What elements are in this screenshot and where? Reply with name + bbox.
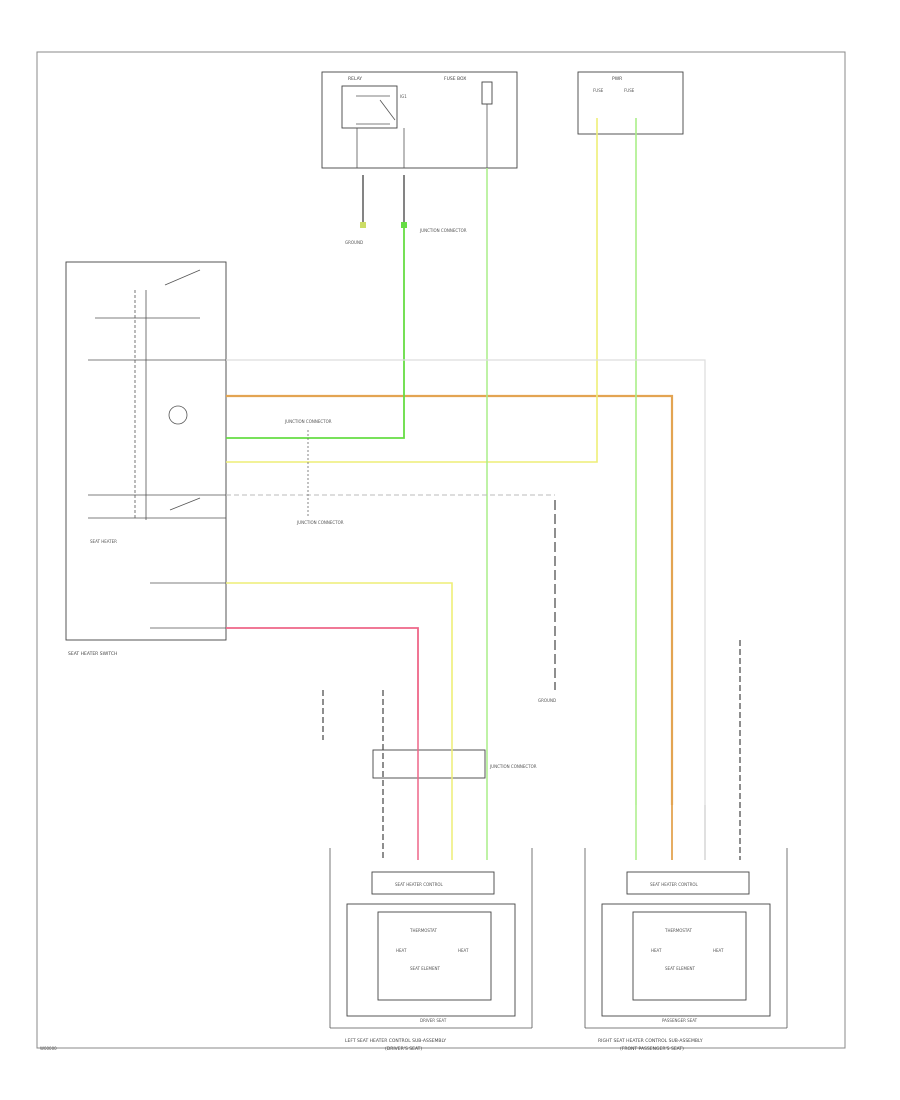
left-control-label: SEAT HEATER CONTROL bbox=[395, 882, 443, 887]
footer-code: W00000 bbox=[40, 1046, 57, 1051]
left-thermostat-label: THERMOSTAT bbox=[409, 928, 437, 933]
wire-yellow-low bbox=[226, 582, 453, 720]
right-seat-assembly: SEAT HEATER CONTROL THERMOSTAT HEAT HEAT… bbox=[584, 848, 788, 1052]
right-control-label: SEAT HEATER CONTROL bbox=[650, 882, 698, 887]
pwr-label: PWR bbox=[612, 76, 622, 82]
relay-fuse-box: RELAY FUSE BOX IG1 bbox=[321, 71, 518, 169]
wire-pink bbox=[226, 627, 419, 720]
seat-heater-switch-label: SEAT HEATER SWITCH bbox=[68, 651, 117, 657]
mid-junction: JUNCTION CONNECTOR JUNCTION CONNECTOR GR… bbox=[284, 419, 556, 703]
wire-yellow-top bbox=[226, 118, 598, 463]
ig-label: IG1 bbox=[400, 94, 407, 99]
junction-connector-low-label: JUNCTION CONNECTOR bbox=[296, 520, 344, 525]
seat-heater-switch: SEAT HEATER SEAT HEATER SWITCH bbox=[65, 261, 227, 657]
svg-text:SEAT HEATER: SEAT HEATER bbox=[90, 539, 117, 544]
left-assembly-label: LEFT SEAT HEATER CONTROL SUB-ASSEMBLY bbox=[345, 1038, 446, 1044]
junction-connector-top-label: JUNCTION CONNECTOR bbox=[419, 228, 467, 233]
junction-connector-right-label: JUNCTION CONNECTOR bbox=[489, 764, 537, 769]
svg-text:HEAT: HEAT bbox=[651, 948, 662, 953]
right-seat-wire-stubs bbox=[635, 805, 706, 860]
left-seat-label: DRIVER SEAT bbox=[420, 1018, 447, 1023]
junction-connector-mid-label: JUNCTION CONNECTOR bbox=[284, 419, 332, 424]
right-assembly-label: RIGHT SEAT HEATER CONTROL SUB-ASSEMBLY bbox=[598, 1038, 703, 1044]
wire-green bbox=[226, 228, 405, 439]
left-junction-connector: JUNCTION CONNECTOR bbox=[322, 690, 537, 860]
svg-text:HEAT: HEAT bbox=[713, 948, 724, 953]
top-connector-pins: JUNCTION CONNECTOR GROUND bbox=[345, 175, 467, 245]
left-seat-assembly: SEAT HEATER CONTROL THERMOSTAT HEAT HEAT… bbox=[329, 848, 533, 1052]
wire-gray-top bbox=[226, 359, 706, 805]
fuse-block-right: PWR FUSE FUSE bbox=[577, 71, 684, 135]
ground-1-label: GROUND bbox=[345, 240, 363, 245]
right-assembly-label-2: (FRONT PASSENGER'S SEAT) bbox=[620, 1046, 684, 1052]
left-heat-r: HEAT bbox=[458, 948, 469, 953]
left-heat-l: HEAT bbox=[396, 948, 407, 953]
diagram-frame bbox=[36, 51, 846, 1049]
ground-2-label: GROUND bbox=[538, 698, 556, 703]
svg-text:FUSE: FUSE bbox=[593, 88, 604, 93]
wire-orange bbox=[226, 394, 674, 805]
svg-text:SEAT ELEMENT: SEAT ELEMENT bbox=[665, 966, 695, 971]
right-seat-label: PASSENGER SEAT bbox=[662, 1018, 698, 1023]
fuse-box-label: FUSE BOX bbox=[444, 76, 466, 82]
left-assembly-label-2: (DRIVER'S SEAT) bbox=[385, 1046, 422, 1052]
relay-label: RELAY bbox=[348, 76, 362, 82]
right-thermostat-label: THERMOSTAT bbox=[664, 928, 692, 933]
svg-text:FUSE: FUSE bbox=[624, 88, 635, 93]
left-element-label: SEAT ELEMENT bbox=[410, 966, 440, 971]
